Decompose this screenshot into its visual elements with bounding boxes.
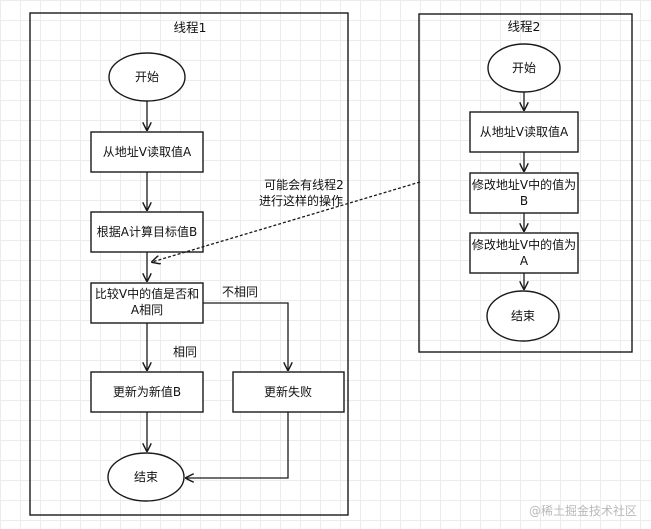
thread2-frame [418,13,633,353]
note-line-1: 可能会有线程2 [264,177,344,192]
note-line-2: 进行这样的操作 [259,193,343,208]
t2-read-label: 从地址V读取值A [480,124,569,139]
t2-modify-b-box [469,172,579,214]
t2-modify-b-label-2: B [520,194,528,208]
thread2-title: 线程2 [508,19,541,34]
t1-edge-fail-end [186,412,289,478]
t1-read-box [90,131,204,173]
t1-edge-compare-notsame [203,302,288,370]
interleave-dashed-arrow [152,181,421,262]
t1-end-label: 结束 [134,470,158,484]
t1-update-fail-label: 更新失败 [264,384,312,399]
t1-update-ok-label: 更新为新值B [113,384,181,399]
t1-compute-label: 根据A计算目标值B [97,224,197,239]
t2-modify-a-label-2: A [520,254,529,268]
thread1-title: 线程1 [174,20,207,35]
t2-start-label: 开始 [512,61,536,75]
t2-modify-a-label-1: 修改地址V中的值为 [472,237,576,252]
t2-end-label: 结束 [511,309,535,323]
t2-modify-a-box [469,232,579,274]
t2-end-node [486,290,560,342]
t1-compare-label-2: A相同 [131,303,163,317]
t1-update-fail-box [232,371,345,413]
watermark: @稀土掘金技术社区 [529,503,637,518]
t1-start-label: 开始 [135,70,159,84]
t1-same-label: 相同 [173,345,197,359]
t2-modify-b-label-1: 修改地址V中的值为 [472,177,576,192]
t1-not-same-label: 不相同 [222,285,258,299]
t1-read-label: 从地址V读取值A [103,144,192,159]
t1-end-node [107,452,185,502]
t1-compare-label-1: 比较V中的值是否和 [95,286,199,301]
t2-read-box [469,111,579,153]
thread1-frame [29,12,349,516]
